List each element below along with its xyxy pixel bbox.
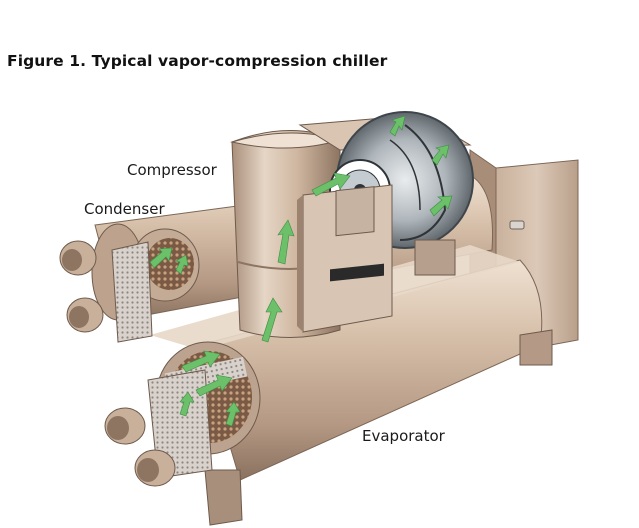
flow-arrow-icon [261,297,283,343]
evaporator-label: Evaporator [362,427,445,445]
control-panel [297,184,393,333]
flow-arrow-icon [149,247,173,269]
flow-arrow-icon [179,391,195,417]
flow-arrow-icon [195,374,233,397]
flow-arrow-icon [225,401,241,427]
flow-arrow-icon [277,219,295,265]
flow-arrow-icon [175,254,189,275]
flow-arrow-icon [429,195,453,217]
evaporator-cutaway [104,341,261,487]
flow-arrow-icon [389,115,406,137]
condenser-label: Condenser [84,200,165,218]
compressor-label: Compressor [127,161,217,179]
flow-arrow-icon [311,172,351,197]
flow-arrow-icon [181,350,221,373]
condenser-cutaway [59,228,200,343]
figure-title: Figure 1. Typical vapor-compression chil… [7,52,388,70]
support-feet [204,329,553,526]
flow-arrow-icon [431,144,450,166]
